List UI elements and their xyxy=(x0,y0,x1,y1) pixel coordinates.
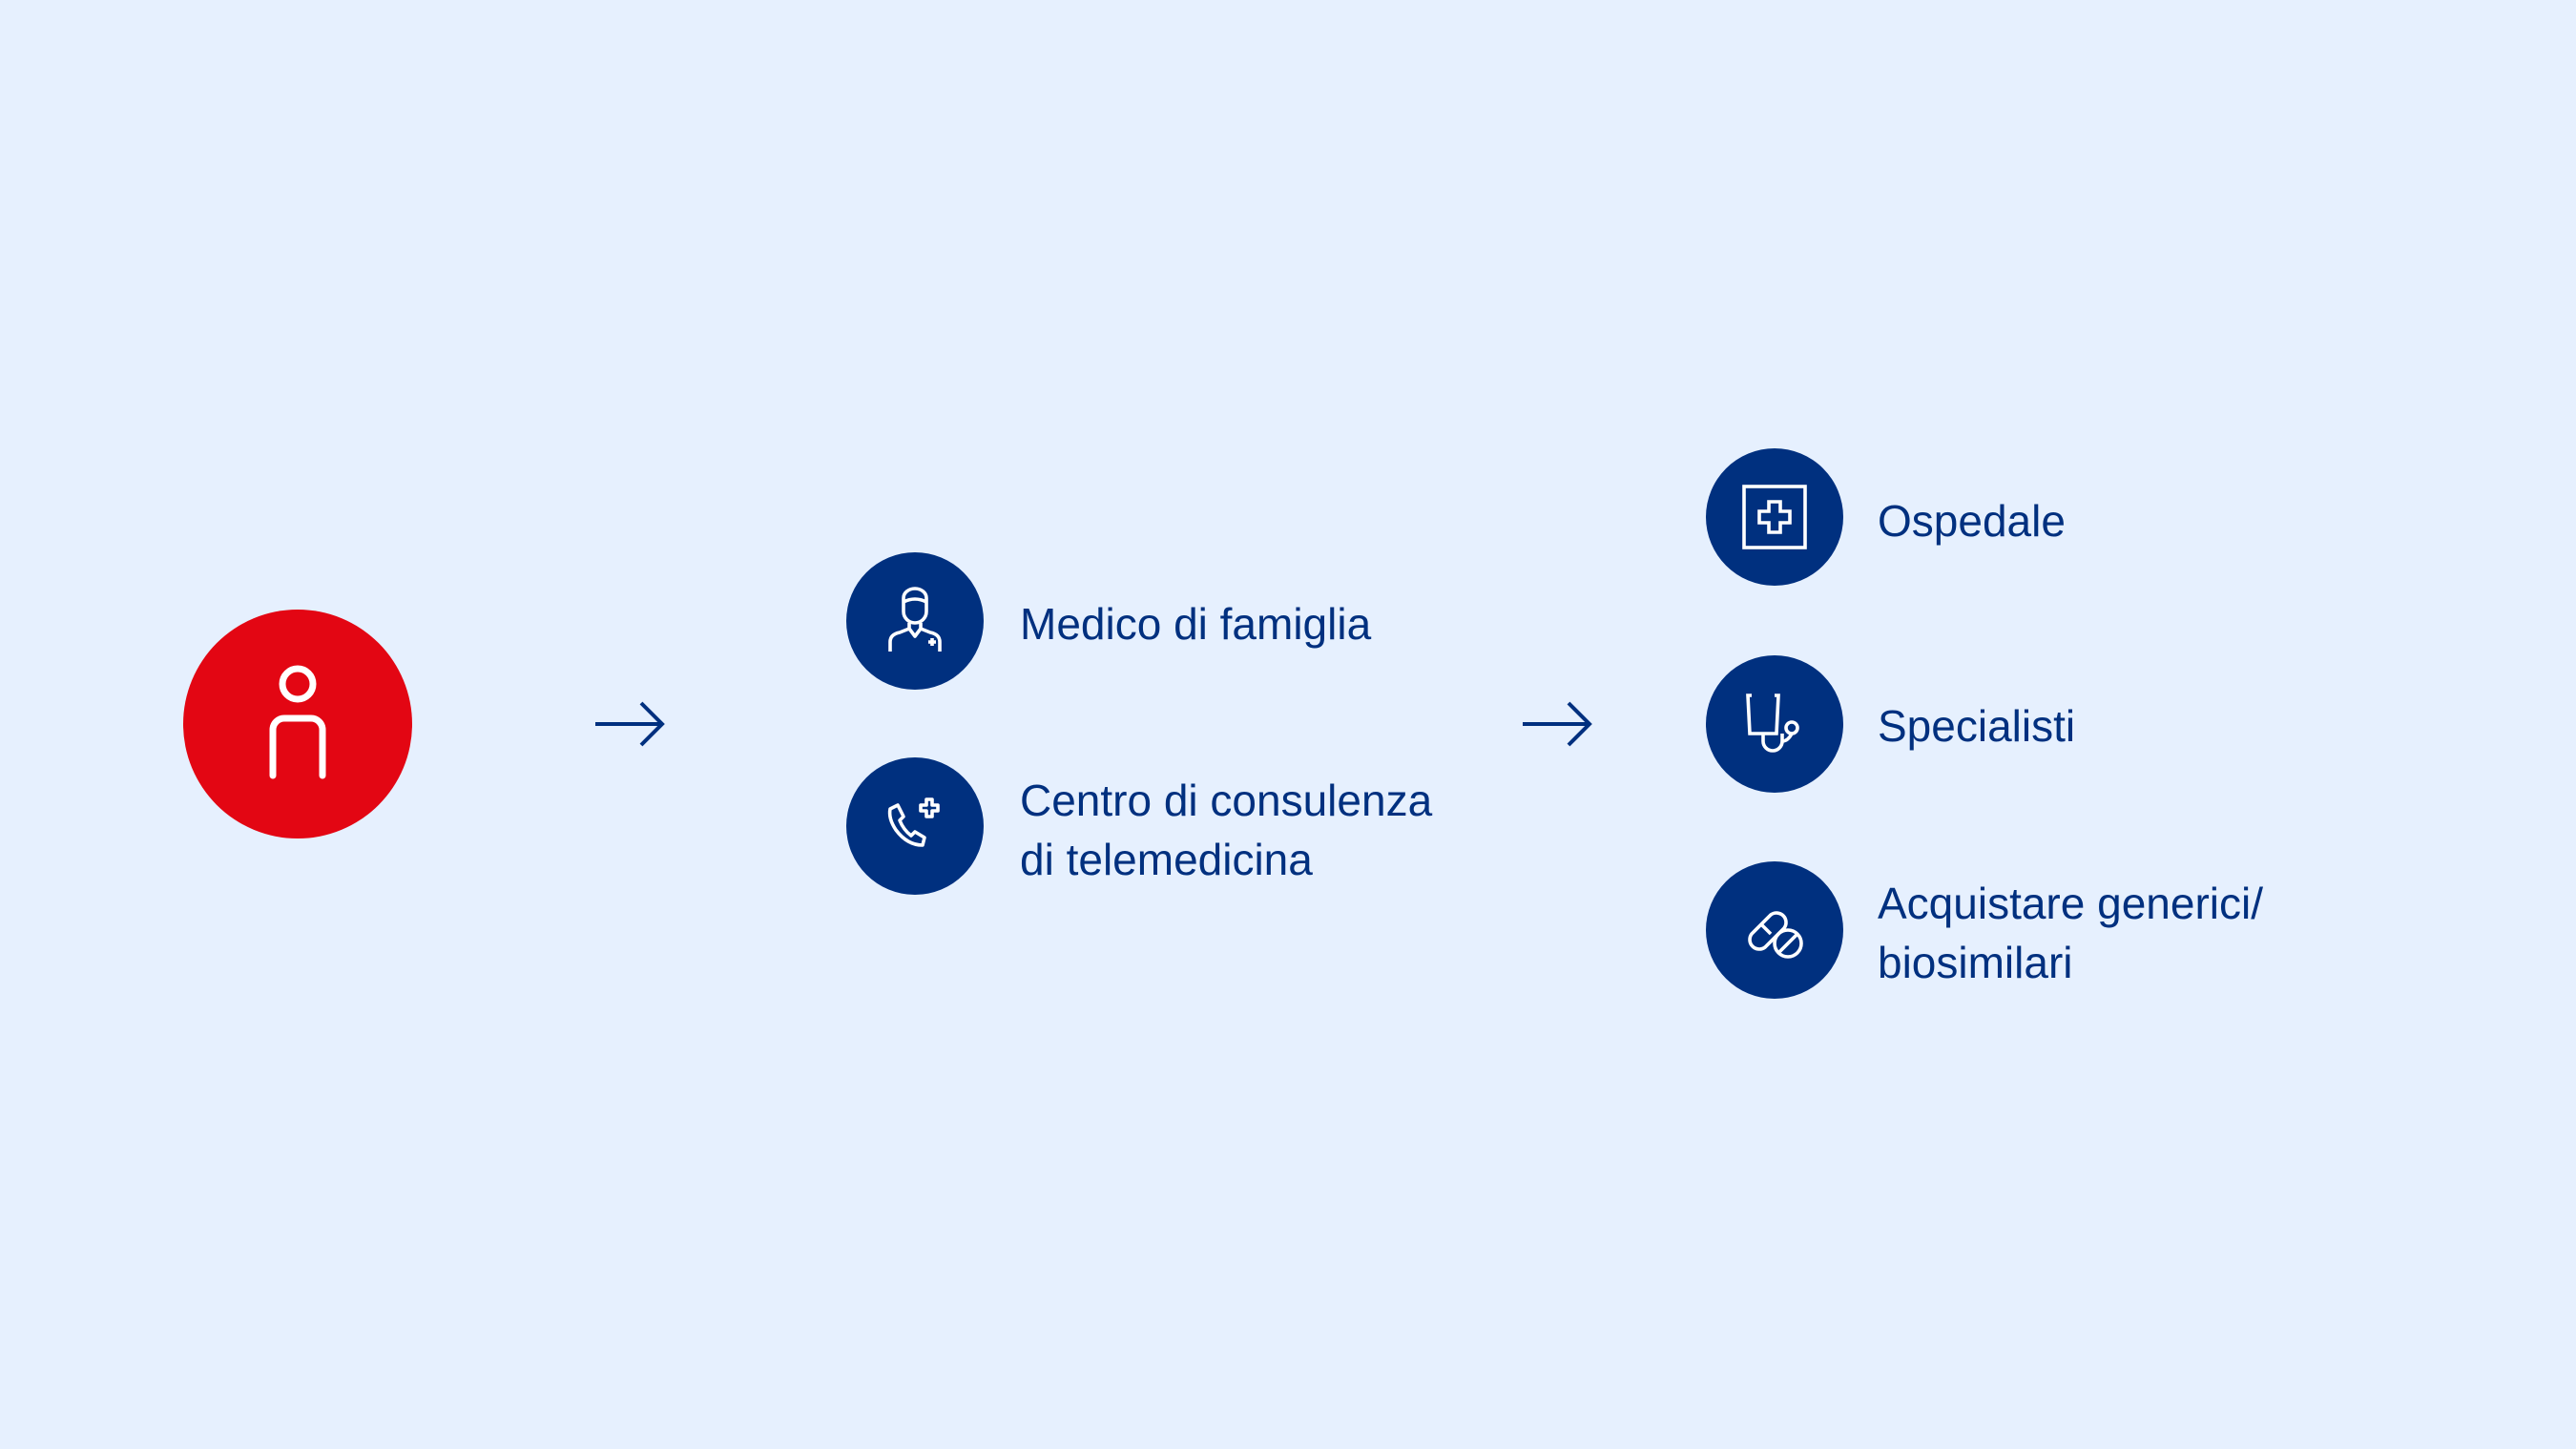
label-line: di telemedicina xyxy=(1020,835,1313,884)
arrow-right-icon xyxy=(1523,701,1592,747)
stethoscope-icon xyxy=(1746,693,1799,753)
phone-plus-icon xyxy=(887,797,940,847)
label-ospedale: Ospedale xyxy=(1878,491,2066,550)
label-line: Centro di consulenza xyxy=(1020,776,1433,825)
specialists-node xyxy=(1706,655,1843,793)
person-icon xyxy=(269,665,326,779)
arrow-right-icon xyxy=(595,701,665,747)
pills-icon xyxy=(1748,911,1803,959)
label-line: Acquistare generici/ xyxy=(1878,879,2263,928)
label-line: biosimilari xyxy=(1878,938,2073,987)
doctor-icon xyxy=(888,587,942,652)
pills-node xyxy=(1706,861,1843,999)
label-specialisti: Specialisti xyxy=(1878,696,2075,756)
label-line: Ospedale xyxy=(1878,496,2066,546)
label-line: Specialisti xyxy=(1878,701,2076,751)
hospital-node xyxy=(1706,448,1843,586)
label-telemedicina: Centro di consulenza di telemedicina xyxy=(1020,771,1432,889)
person-node xyxy=(183,610,412,838)
hospital-icon xyxy=(1742,485,1807,549)
telemedicine-node xyxy=(846,757,984,895)
label-line: Medico di famiglia xyxy=(1020,599,1372,649)
label-medico: Medico di famiglia xyxy=(1020,594,1371,653)
doctor-node xyxy=(846,552,984,690)
label-acquistare: Acquistare generici/ biosimilari xyxy=(1878,874,2263,992)
